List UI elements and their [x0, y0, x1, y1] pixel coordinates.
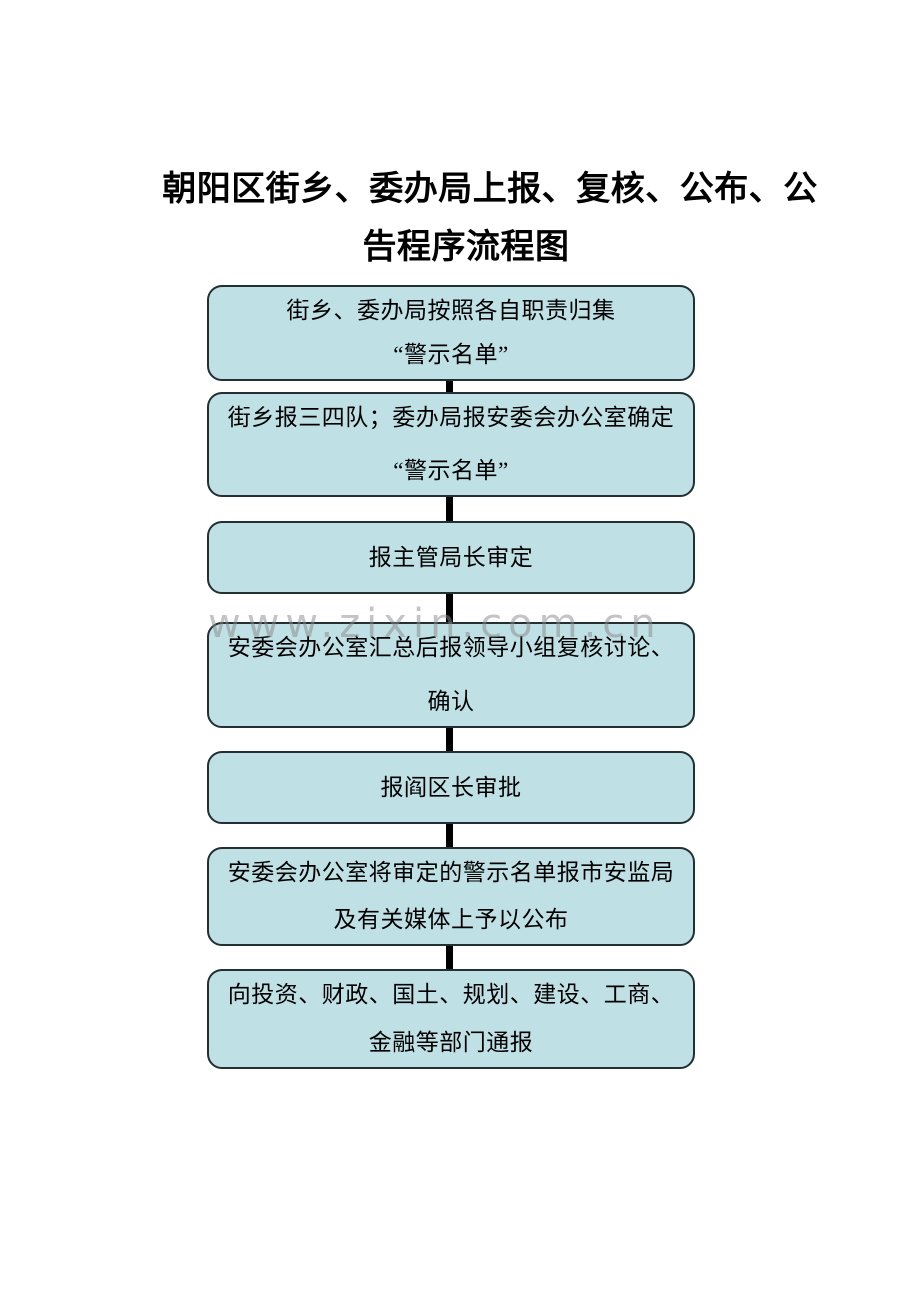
- flow-node-text: 报阎区长审批: [380, 774, 522, 800]
- flow-connector: [446, 943, 453, 973]
- flow-connector: [446, 725, 453, 754]
- flow-node-text: 安委会办公室将审定的警示名单报市安监局: [227, 860, 675, 885]
- flow-node-collect-warning-list: 街乡、委办局按照各自职责归集 “警示名单”: [207, 285, 695, 381]
- flow-node-leading-group-review: 安委会办公室汇总后报领导小组复核讨论、 确认: [207, 622, 695, 728]
- flow-node-text: 报主管局长审定: [368, 544, 534, 570]
- flow-connector: [446, 494, 453, 524]
- flow-node-district-governor-approval: 报阎区长审批: [207, 751, 695, 824]
- flow-node-text: 安委会办公室汇总后报领导小组复核讨论、: [227, 635, 675, 660]
- flow-node-text: 街乡、委办局按照各自职责归集: [286, 298, 616, 323]
- flow-node-text: 确认: [427, 689, 475, 714]
- flow-node-text: 街乡报三四队；委办局报安委会办公室确定: [227, 405, 675, 430]
- flow-node-report-determine-list: 街乡报三四队；委办局报安委会办公室确定 “警示名单”: [207, 392, 695, 497]
- page-title-line-1: 朝阳区街乡、委办局上报、复核、公布、公: [162, 170, 818, 208]
- flow-node-text: 向投资、财政、国土、规划、建设、工商、: [227, 982, 675, 1007]
- flow-node-text: 及有关媒体上予以公布: [333, 907, 569, 932]
- flow-node-text: 金融等部门通报: [368, 1030, 534, 1055]
- flow-node-text: “警示名单”: [393, 342, 509, 367]
- flow-node-text: “警示名单”: [393, 458, 509, 483]
- flow-connector: [446, 377, 453, 397]
- flow-connector: [446, 591, 453, 625]
- flow-node-publish-list: 安委会办公室将审定的警示名单报市安监局 及有关媒体上予以公布: [207, 847, 695, 946]
- page-title-line-2: 告程序流程图: [362, 228, 570, 266]
- page-title: 朝阳区街乡、委办局上报、复核、公布、公 告程序流程图: [0, 160, 920, 276]
- flow-connector: [446, 821, 453, 850]
- flow-node-notify-departments: 向投资、财政、国土、规划、建设、工商、 金融等部门通报: [207, 969, 695, 1069]
- flow-node-bureau-chief-review: 报主管局长审定: [207, 521, 695, 594]
